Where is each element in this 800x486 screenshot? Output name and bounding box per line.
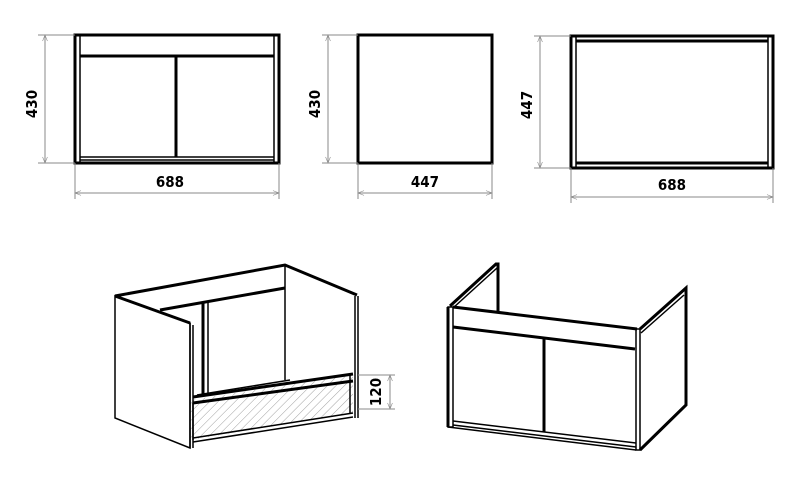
side-width-label: 447 [411,173,439,191]
front-height-dimension: 430 [23,34,75,164]
top-view: 447 688 [518,34,775,203]
top-depth-label: 447 [518,91,536,119]
side-width-dimension: 447 [357,163,493,199]
isometric-view-front [446,262,688,452]
top-width-dimension: 688 [570,168,774,203]
front-width-label: 688 [156,173,184,191]
top-width-label: 688 [658,176,686,194]
isometric-view-drawer: 120 [114,263,395,450]
drawer-height-label: 120 [367,378,385,406]
top-depth-dimension: 447 [518,35,571,169]
drawer-height-dimension: 120 [358,374,395,410]
front-view: 430 688 [23,33,281,199]
side-view: 430 447 [306,33,494,199]
side-height-label: 430 [306,90,324,118]
front-width-dimension: 688 [74,163,280,199]
side-height-dimension: 430 [306,34,358,164]
front-height-label: 430 [23,90,41,118]
